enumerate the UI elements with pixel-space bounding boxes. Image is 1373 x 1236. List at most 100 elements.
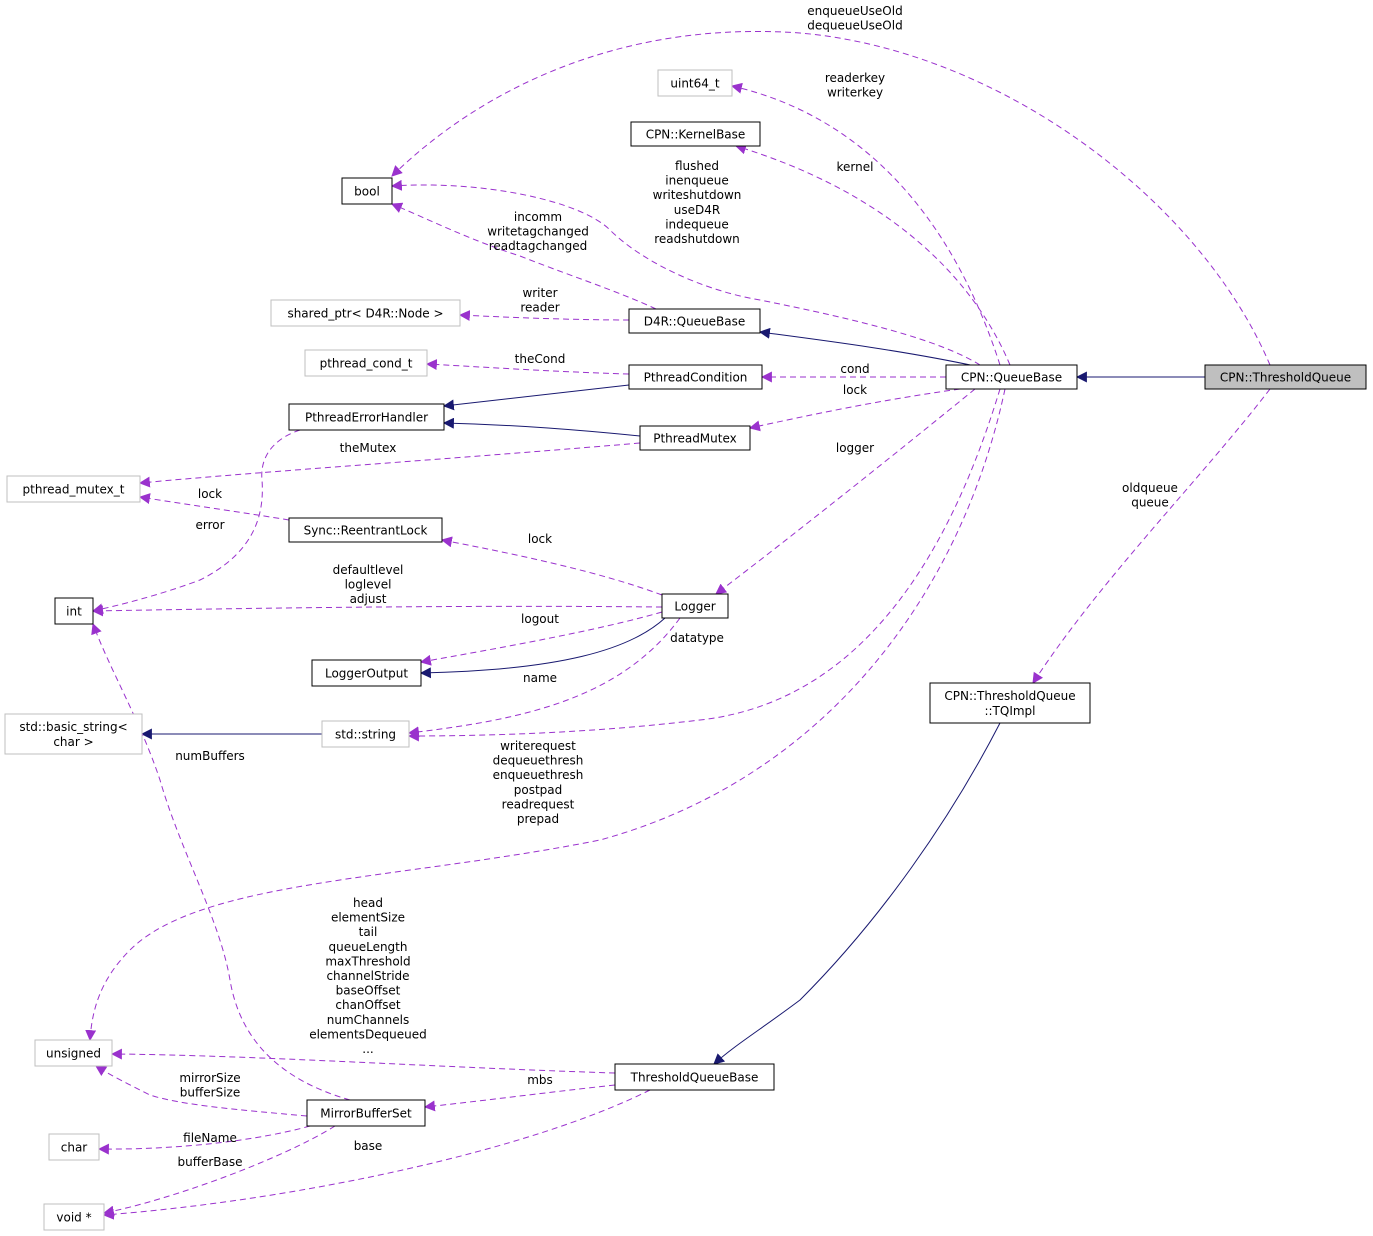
node-label: PthreadErrorHandler: [305, 411, 428, 425]
edge-int-to-logger: [91, 605, 663, 617]
edge-label-lock-logger: lock: [528, 532, 552, 546]
node-label: PthreadMutex: [653, 432, 737, 446]
edge-int-to-errorhandler: [91, 429, 301, 615]
node-box: [4, 713, 143, 755]
edge-label-lock-rl: lock: [198, 487, 222, 501]
node-mirror-buffer-set[interactable]: MirrorBufferSet: [306, 1099, 426, 1127]
node-box: [321, 720, 410, 748]
edge-bool-to-d4r: [390, 202, 657, 310]
edge-bool-to-queuebase: [390, 179, 981, 366]
node-box: [628, 364, 763, 390]
edge-label-name: name: [523, 671, 557, 685]
edge-label-the-mutex: theMutex: [340, 441, 397, 455]
node-box: [34, 1039, 113, 1067]
node-box: [639, 425, 751, 451]
edge-stdstring-to-logger: [407, 617, 681, 738]
edge-label-logger: logger: [836, 441, 874, 455]
node-uint64[interactable]: uint64_t: [657, 69, 733, 97]
node-label: char: [61, 1141, 88, 1155]
node-std-string[interactable]: std::string: [321, 720, 410, 748]
node-label: ThresholdQueueBase: [630, 1071, 759, 1085]
node-label: char >: [53, 735, 93, 749]
edge-loggeroutput-to-logger-member: [419, 611, 663, 666]
node-label: CPN::QueueBase: [961, 371, 1062, 385]
node-pthread-mutex-t[interactable]: pthread_mutex_t: [6, 475, 141, 503]
node-box: [661, 593, 729, 619]
node-box: [270, 299, 461, 327]
node-queue-base[interactable]: CPN::QueueBase: [945, 364, 1078, 390]
node-shared-ptr[interactable]: shared_ptr< D4R::Node >: [270, 299, 461, 327]
node-char[interactable]: char: [48, 1133, 100, 1161]
node-threshold-queue-base[interactable]: ThresholdQueueBase: [614, 1063, 775, 1091]
node-label: bool: [354, 185, 380, 199]
node-label: std::string: [335, 728, 396, 742]
edge-mirrorbufferset-to-thresholdqueuebase: [423, 1084, 616, 1112]
node-void-ptr[interactable]: void *: [43, 1203, 105, 1231]
edge-label-lock-qb: lock: [843, 383, 867, 397]
edge-label-datatype: datatype: [670, 631, 724, 645]
node-box: [48, 1133, 100, 1161]
node-label: PthreadCondition: [644, 371, 748, 385]
edge-unsigned-to-queuebase: [85, 388, 1006, 1042]
edge-kernelbase-to-queuebase: [734, 143, 1011, 366]
edge-errorhandler-to-mutex: [442, 417, 641, 437]
node-box: [614, 1063, 775, 1091]
node-box: [304, 349, 428, 377]
node-label: CPN::KernelBase: [646, 128, 746, 142]
node-int[interactable]: int: [54, 597, 94, 625]
node-label: void *: [56, 1211, 91, 1225]
node-reentrant-lock[interactable]: Sync::ReentrantLock: [288, 517, 443, 543]
node-bool[interactable]: bool: [341, 177, 393, 205]
edge-voidptr-to-thresholdqueuebase: [102, 1089, 651, 1220]
node-logger[interactable]: Logger: [661, 593, 729, 619]
node-box: [630, 121, 761, 147]
edge-label-error: error: [195, 518, 224, 532]
node-box: [43, 1203, 105, 1231]
edge-errorhandler-to-condition: [442, 384, 630, 411]
edge-voidptr-to-mirrorbufferset: [102, 1125, 336, 1217]
node-box: [288, 517, 443, 543]
edge-sharedptr-to-d4r: [458, 310, 630, 321]
node-label: unsigned: [46, 1047, 101, 1061]
edge-loggeroutput-to-logger: [419, 617, 666, 679]
node-pthread-condition[interactable]: PthreadCondition: [628, 364, 763, 390]
edge-int-to-mirrorbufferset: [91, 622, 351, 1101]
node-unsigned[interactable]: unsigned: [34, 1039, 113, 1067]
edge-label-mbs: mbs: [527, 1073, 553, 1087]
node-box: [6, 475, 141, 503]
node-pthread-cond-t[interactable]: pthread_cond_t: [304, 349, 428, 377]
node-pthread-error-handler[interactable]: PthreadErrorHandler: [288, 403, 445, 431]
edge-tqimpl-to-thresholdqueue: [1032, 388, 1271, 684]
node-label: ::TQImpl: [984, 704, 1035, 718]
node-threshold-queue[interactable]: CPN::ThresholdQueue: [1204, 364, 1367, 390]
edge-label-kernel: kernel: [837, 160, 874, 174]
node-kernel-base[interactable]: CPN::KernelBase: [630, 121, 761, 147]
edge-label-cond: cond: [840, 362, 869, 376]
edge-mutext-to-pthreadmutex: [138, 442, 641, 488]
node-label: Sync::ReentrantLock: [304, 524, 428, 538]
edge-reentrantlock-to-logger: [440, 536, 663, 596]
node-label: MirrorBufferSet: [320, 1107, 412, 1121]
node-label: std::basic_string<: [19, 720, 127, 734]
edge-stdstring-to-queuebase: [407, 388, 1001, 742]
node-logger-output[interactable]: LoggerOutput: [311, 659, 422, 687]
node-pthread-mutex[interactable]: PthreadMutex: [639, 425, 751, 451]
edge-label-file-name: fileName: [183, 1131, 237, 1145]
node-label: LoggerOutput: [325, 667, 408, 681]
node-d4r-queue-base[interactable]: D4R::QueueBase: [628, 308, 761, 334]
edge-uint64-to-queuebase: [730, 82, 1001, 366]
node-tq-impl[interactable]: CPN::ThresholdQueue::TQImpl: [929, 682, 1091, 724]
node-box: [929, 682, 1091, 724]
edge-pthreadmutex-to-queuebase: [748, 388, 961, 432]
edge-d4rqueuebase-to-queuebase: [758, 327, 976, 367]
node-box: [341, 177, 393, 205]
node-label: Logger: [674, 600, 715, 614]
node-basic-string[interactable]: std::basic_string<char >: [4, 713, 143, 755]
